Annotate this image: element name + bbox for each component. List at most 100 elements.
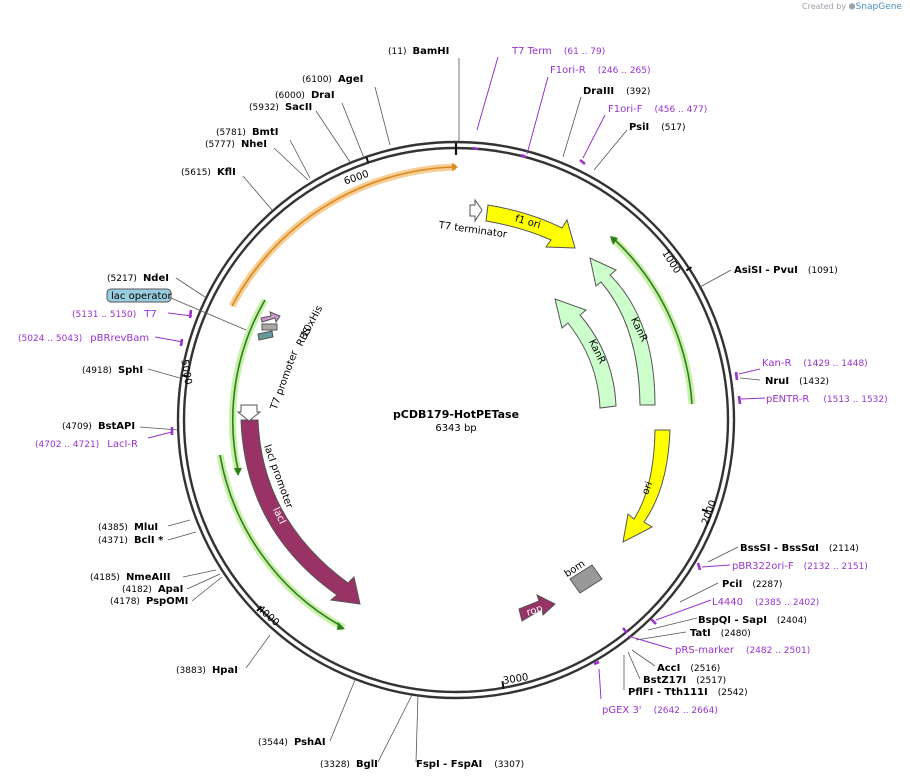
svg-text:(3544)PshAI: (3544)PshAI [258,737,326,748]
svg-text:(4185)NmeAIII: (4185)NmeAIII [90,572,170,583]
svg-text:(4385)MluI: (4385)MluI [98,522,158,533]
enzyme-sacii[interactable]: (5932)SacII [249,102,312,113]
svg-text:(5781)BmtI: (5781)BmtI [216,127,278,138]
svg-text:DraIII(392): DraIII(392) [583,86,650,97]
enzyme-apai[interactable]: (4182)ApaI [122,584,183,595]
svg-text:L4440(2385 .. 2402): L4440(2385 .. 2402) [712,597,819,608]
enzyme-kfli[interactable]: (5615)KflI [181,167,236,178]
svg-text:(5217)NdeI: (5217)NdeI [107,273,169,284]
primer-l4440[interactable]: L4440(2385 .. 2402) [712,597,819,608]
feature-label-rop: rop [525,603,544,619]
branding-name: SnapGene [855,2,902,12]
enzyme-asisi[interactable]: AsiSI - PvuI(1091) [734,265,838,276]
plasmid-length: 6343 bp [435,423,476,434]
feature-bom[interactable]: bom [563,559,603,594]
feature-laci[interactable]: lacI [240,419,361,605]
enzyme-pcii[interactable]: PciI(2287) [722,579,782,590]
enzyme-bamhi[interactable]: (11)BamHI [388,46,449,57]
enzyme-bstz17i[interactable]: BstZ17I(2517) [643,675,726,686]
enzyme-bstapi[interactable]: (4709)BstAPI [62,421,135,432]
primer-f1ori-r[interactable]: F1ori-R(246 .. 265) [550,65,651,76]
primer-pentr-r[interactable]: pENTR-R(1513 .. 1532) [766,394,888,405]
orf-left-line [231,299,266,471]
svg-text:(3328)BglI: (3328)BglI [320,759,378,770]
feature-ori[interactable]: ori [622,429,671,543]
primer-t7[interactable]: (5131 .. 5150)T7 [72,309,157,320]
enzyme-pshai[interactable]: (3544)PshAI [258,737,326,748]
enzyme-bsssi[interactable]: BssSI - BssSαI(2114) [740,543,859,554]
enzyme-acci[interactable]: AccI(2516) [657,663,720,674]
svg-text:(3883)HpaI: (3883)HpaI [176,665,238,676]
enzyme-tati[interactable]: TatI(2480) [690,628,751,639]
feature-label-ori: ori [640,480,655,496]
svg-text:(4182)ApaI: (4182)ApaI [122,584,183,595]
orf-orange-glow [228,163,457,308]
orf-laci-arrow [337,622,345,630]
svg-text:(5131 .. 5150)T7: (5131 .. 5150)T7 [72,309,157,320]
enzyme-bspqi[interactable]: BspQI - SapI(2404) [698,615,807,626]
feature-lac-operator[interactable]: lac operator [106,288,247,331]
primer-t7-term[interactable]: T7 Term(61 .. 79) [511,46,605,57]
orf-left-arrow [234,468,242,476]
enzyme-agei[interactable]: (6100)AgeI [302,74,363,85]
enzyme-bcli[interactable]: (4371)BclI * [98,535,164,546]
feature-label-t7-promoter: T7 promoter [269,348,301,412]
svg-text:TatI(2480): TatI(2480) [690,628,751,639]
enzyme-hpai[interactable]: (3883)HpaI [176,665,238,676]
enzyme-fspi[interactable]: FspI - FspAI(3307) [416,759,524,770]
svg-text:NruI(1432): NruI(1432) [765,376,829,387]
enzyme-nrui[interactable]: NruI(1432) [765,376,829,387]
svg-text:PflFI - Tth111I(2542): PflFI - Tth111I(2542) [628,687,748,698]
snapgene-branding: Created by ⬢SnapGene [802,2,902,12]
svg-text:(4918)SphI: (4918)SphI [82,365,143,376]
enzyme-bmti[interactable]: (5781)BmtI [216,127,278,138]
svg-text:(5932)SacII: (5932)SacII [249,102,312,113]
svg-text:F1ori-F(456 .. 477): F1ori-F(456 .. 477) [608,104,707,115]
svg-text:pRS-marker(2482 .. 2501): pRS-marker(2482 .. 2501) [675,645,810,656]
enzyme-sphi[interactable]: (4918)SphI [82,365,143,376]
svg-text:2000: 2000 [700,499,719,527]
feature-t7-promoter[interactable]: T7 promoter [236,348,301,422]
primer-labels: T7 Term(61 .. 79) F1ori-R(246 .. 265) F1… [18,46,888,716]
feature-rop[interactable]: rop [518,594,556,622]
primer-leader-lines [147,56,766,700]
enzyme-draiii[interactable]: DraIII(392) [583,86,650,97]
tick-2000: 2000 [700,499,719,527]
orf-kanr-arrow [610,236,618,245]
svg-text:PsiI(517): PsiI(517) [629,122,685,133]
svg-text:T7 Term(61 .. 79): T7 Term(61 .. 79) [511,46,605,57]
primer-kan-r[interactable]: Kan-R(1429 .. 1448) [762,358,868,369]
svg-text:BstZ17I(2517): BstZ17I(2517) [643,675,726,686]
primer-pgex-3[interactable]: pGEX 3'(2642 .. 2664) [602,705,718,716]
branding-prefix: Created by [802,2,847,11]
orf-orange-line [231,166,453,307]
orf-kanr-line [614,239,693,405]
primer-prs-marker[interactable]: pRS-marker(2482 .. 2501) [675,645,810,656]
primer-laci-r[interactable]: (4702 .. 4721)LacI-R [35,439,138,450]
primer-marks [170,146,742,666]
enzyme-mlui[interactable]: (4385)MluI [98,522,158,533]
tick-1000: 1000 [659,248,693,276]
enzyme-pspomi[interactable]: (4178)PspOMI [110,596,188,607]
enzyme-nmeaiii[interactable]: (4185)NmeAIII [90,572,170,583]
svg-text:AccI(2516): AccI(2516) [657,663,720,674]
svg-text:pGEX 3'(2642 .. 2664): pGEX 3'(2642 .. 2664) [602,705,718,716]
primer-f1ori-f[interactable]: F1ori-F(456 .. 477) [608,104,707,115]
enzyme-ndei[interactable]: (5217)NdeI [107,273,169,284]
svg-text:pENTR-R(1513 .. 1532): pENTR-R(1513 .. 1532) [766,394,888,405]
svg-text:(5615)KflI: (5615)KflI [181,167,236,178]
feature-kanr-inner[interactable]: KanR [554,298,617,409]
enzyme-psii[interactable]: PsiI(517) [629,122,685,133]
enzyme-nhei[interactable]: (5777)NheI [205,139,267,150]
svg-text:(11)BamHI: (11)BamHI [388,46,449,57]
svg-text:FspI - FspAI(3307): FspI - FspAI(3307) [416,759,524,770]
feature-f1-ori[interactable]: f1 ori [485,204,576,249]
primer-pbrrevbam[interactable]: (5024 .. 5043)pBRrevBam [18,333,149,344]
svg-text:AsiSI - PvuI(1091): AsiSI - PvuI(1091) [734,265,838,276]
svg-text:pBR322ori-F(2132 .. 2151): pBR322ori-F(2132 .. 2151) [732,561,868,572]
enzyme-drai[interactable]: (6000)DraI [275,90,335,101]
enzyme-bgli[interactable]: (3328)BglI [320,759,378,770]
primer-pbr322ori-f[interactable]: pBR322ori-F(2132 .. 2151) [732,561,868,572]
enzyme-pflfi[interactable]: PflFI - Tth111I(2542) [628,687,748,698]
